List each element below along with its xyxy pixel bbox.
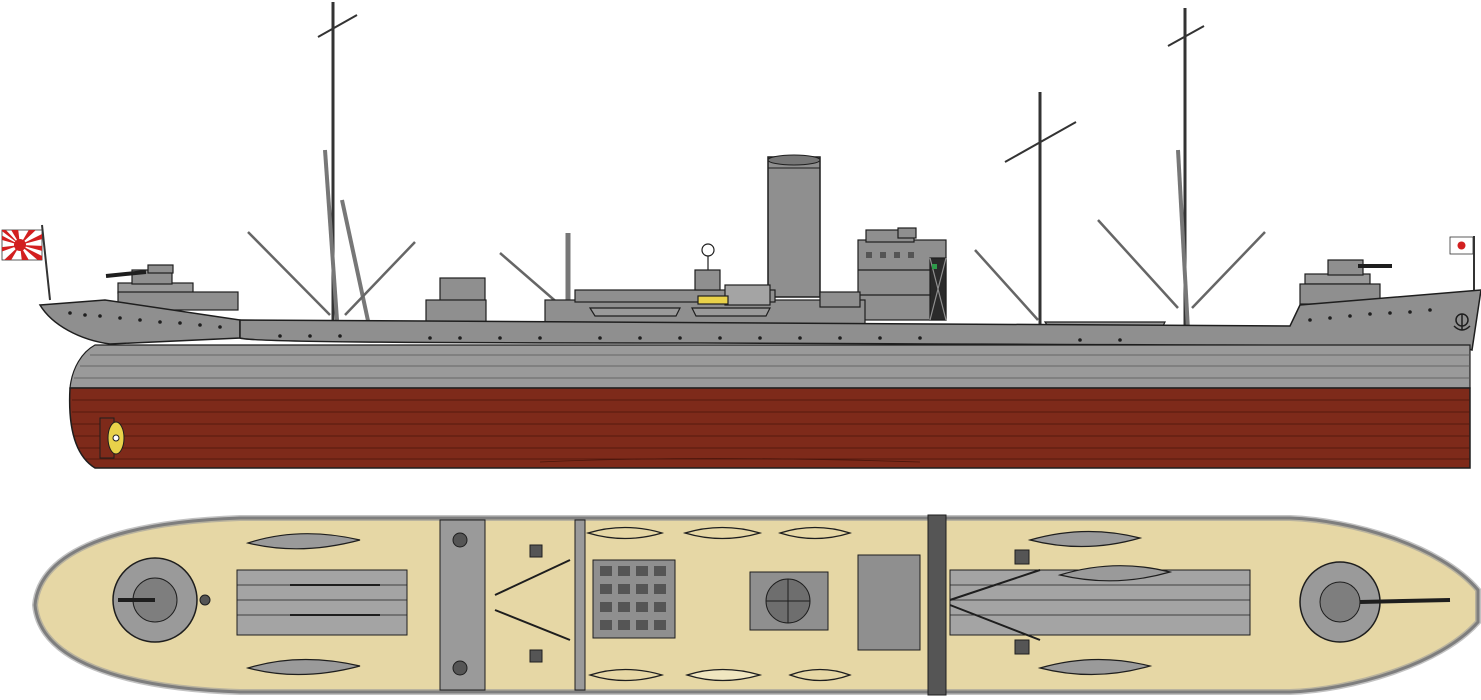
fore-gun-platform <box>105 264 239 311</box>
skylight <box>765 578 811 624</box>
funnel <box>767 154 821 298</box>
main-mast <box>499 8 1266 335</box>
propeller <box>107 421 125 455</box>
hull-upper <box>38 289 1481 389</box>
deck-plan <box>31 514 1481 696</box>
ventilators <box>199 532 1030 676</box>
aft-gun-platform <box>1299 259 1392 305</box>
hull-below-waterline <box>68 387 1471 469</box>
derrick-booms <box>290 559 1041 641</box>
hinomaru-jack <box>1449 236 1475 298</box>
rising-sun-ensign <box>1 224 51 301</box>
lifeboats-deck <box>245 526 1173 682</box>
fore-mast <box>247 2 416 331</box>
portholes <box>68 308 1432 342</box>
side-profile <box>1 2 1481 469</box>
anchor <box>1453 313 1471 331</box>
bridge <box>857 227 947 321</box>
aft-gun-ring <box>1299 561 1451 643</box>
fore-gun-ring <box>112 557 198 643</box>
hatch-grid <box>600 566 666 630</box>
cargo-hatches <box>236 514 1251 696</box>
